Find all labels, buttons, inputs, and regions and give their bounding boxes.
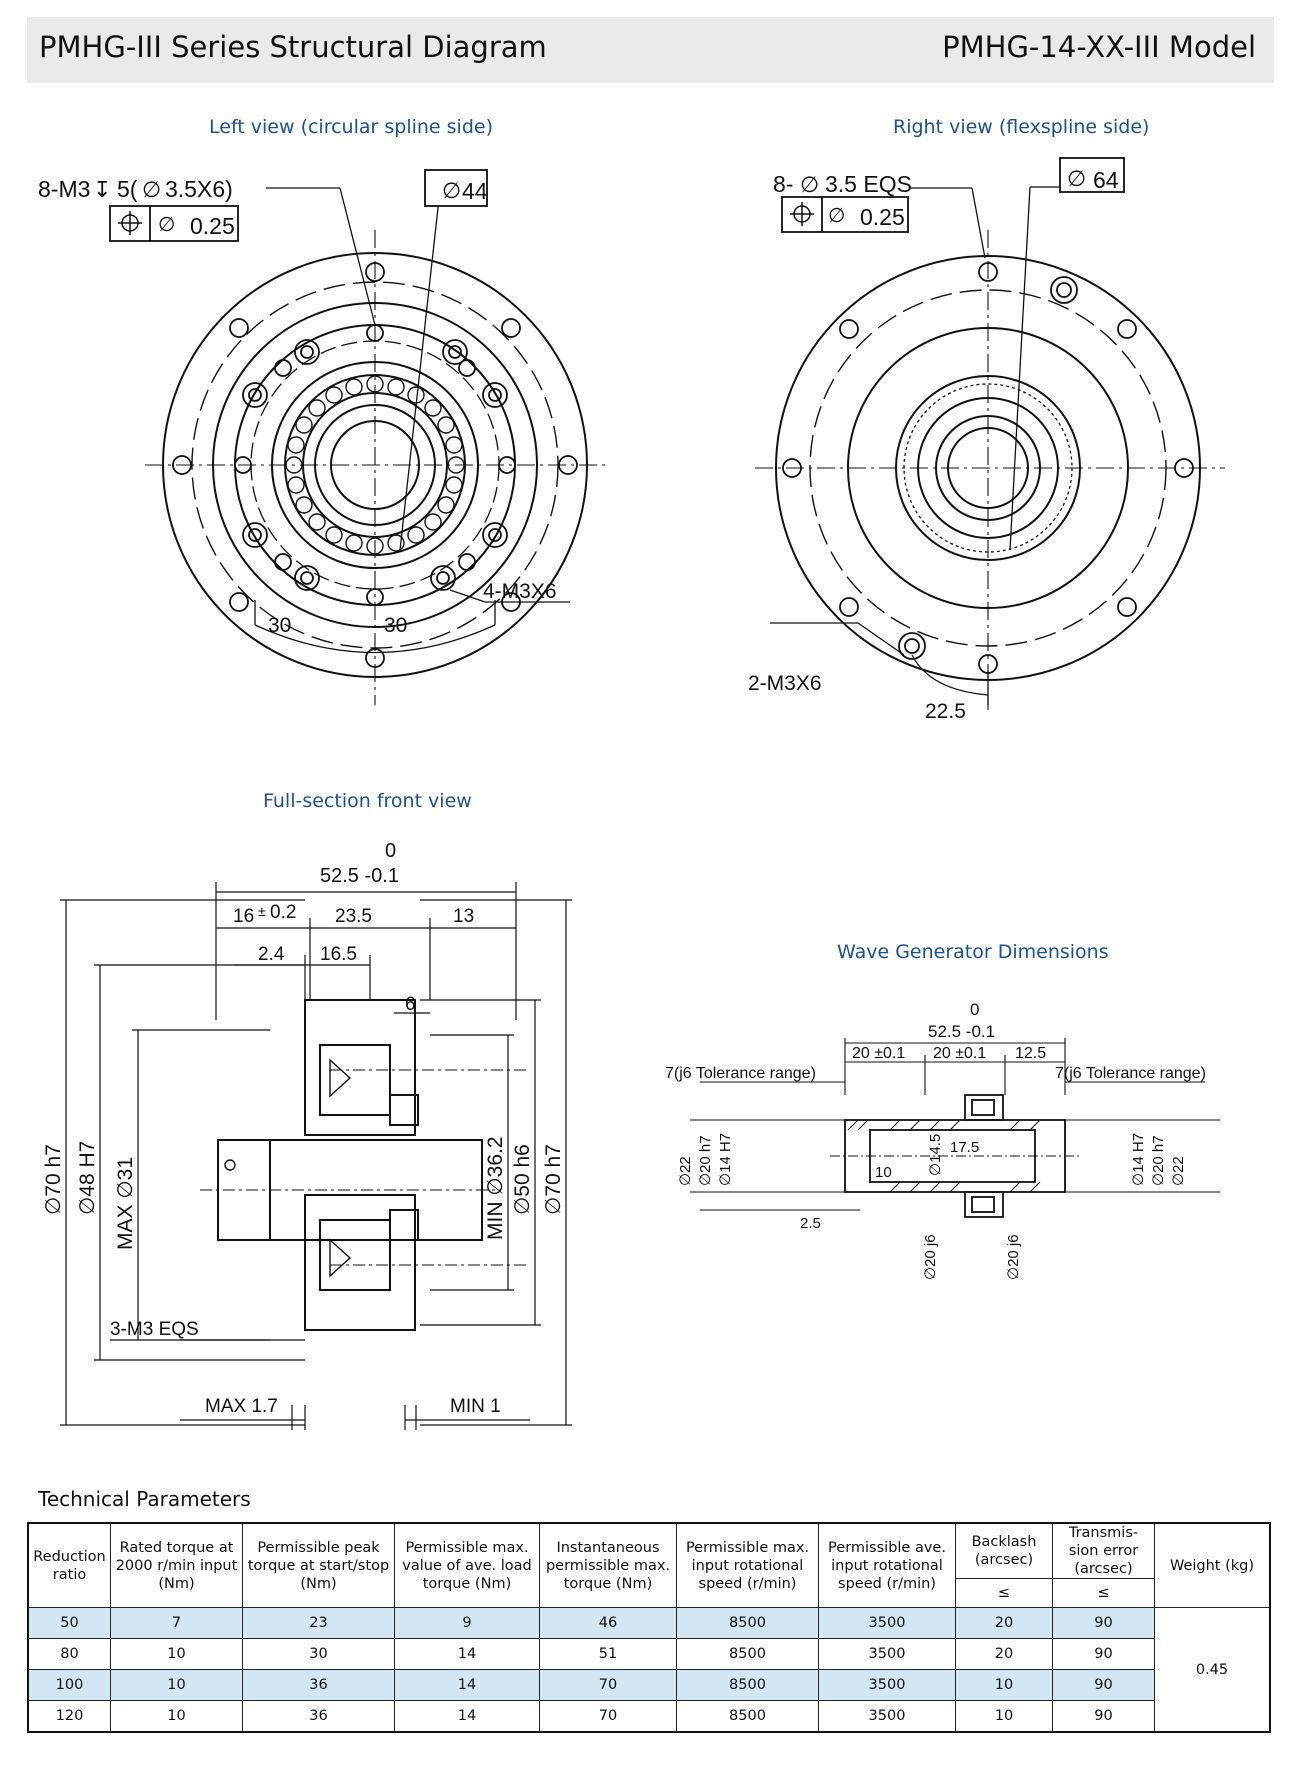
right-view-hole-spec-a: 8- [773, 171, 793, 197]
svg-text:∅: ∅ [442, 178, 461, 203]
svg-text:±: ± [258, 903, 266, 919]
left-view-threads: 4-M3X6 [483, 580, 557, 603]
svg-text:6: 6 [405, 994, 416, 1015]
svg-text:MIN 1: MIN 1 [450, 1396, 501, 1417]
caption-left-view: Left view (circular spline side) [209, 116, 493, 138]
svg-text:12.5: 12.5 [1015, 1045, 1046, 1062]
svg-text:23.5: 23.5 [335, 906, 372, 927]
page-title: PMHG-III Series Structural Diagram [39, 30, 547, 64]
thread-holes [242, 339, 508, 591]
svg-text:3.5 EQS: 3.5 EQS [825, 171, 912, 197]
svg-text:17.5: 17.5 [950, 1139, 979, 1156]
right-view-threads: 2-M3X6 [748, 672, 822, 695]
right-outer-holes [782, 262, 1194, 674]
right-view-diameter: 64 [1093, 167, 1119, 193]
left-view-angle-left: 30 [268, 614, 291, 637]
svg-text:∅14 H7: ∅14 H7 [1130, 1133, 1147, 1186]
svg-text:20 ±0.1: 20 ±0.1 [933, 1045, 986, 1062]
svg-text:7(j6 Tolerance range): 7(j6 Tolerance range) [665, 1065, 816, 1082]
svg-text:∅70 h7: ∅70 h7 [542, 1144, 565, 1215]
svg-text:MAX ∅31: MAX ∅31 [114, 1157, 137, 1250]
left-view-angle-right: 30 [384, 614, 407, 637]
svg-text:MAX 1.7: MAX 1.7 [205, 1396, 278, 1417]
svg-text:16: 16 [233, 906, 254, 927]
svg-text:∅70 h7: ∅70 h7 [42, 1144, 65, 1215]
svg-text:7(j6 Tolerance range): 7(j6 Tolerance range) [1055, 1065, 1206, 1082]
right-view-tolerance: 0.25 [860, 204, 905, 230]
left-view-drawing: ∅ 44 8-M3 ↧ 5( ∅ 3.5X6) ∅ 0.25 4-M3X6 30… [38, 169, 605, 705]
svg-text:20 ±0.1: 20 ±0.1 [852, 1045, 905, 1062]
wave-generator-drawing: 0 52.5 -0.1 20 ±0.1 20 ±0.1 12.5 7(j6 To… [665, 1000, 1220, 1280]
caption-wave-generator: Wave Generator Dimensions [837, 941, 1109, 963]
svg-text:10: 10 [875, 1164, 892, 1181]
svg-text:0: 0 [970, 1000, 979, 1019]
left-view-tolerance: 0.25 [190, 213, 235, 239]
tech-params-table: Reduction ratio Rated torque at 2000 r/m… [27, 1522, 1271, 1734]
svg-text:16.5: 16.5 [320, 944, 357, 965]
svg-text:∅20 j6: ∅20 j6 [1005, 1234, 1022, 1280]
left-view-diameter: 44 [462, 178, 488, 204]
svg-text:∅20 h7: ∅20 h7 [697, 1135, 714, 1186]
right-view-angle: 22.5 [925, 700, 966, 723]
svg-text:3-M3 EQS: 3-M3 EQS [110, 1319, 199, 1340]
svg-text:0.2: 0.2 [270, 902, 296, 923]
svg-text:∅: ∅ [142, 177, 161, 202]
caption-right-view: Right view (flexspline side) [893, 116, 1150, 138]
left-view-hole-spec-a: 8-M3 [38, 176, 90, 202]
header-bar: PMHG-III Series Structural Diagram PMHG-… [27, 17, 1274, 83]
section-view-drawing: 0 52.5 -0.1 16 ± 0.2 23.5 13 2.4 16.5 6 [42, 840, 572, 1430]
svg-text:∅22: ∅22 [677, 1156, 694, 1186]
svg-text:2.4: 2.4 [258, 944, 285, 965]
svg-text:∅: ∅ [828, 205, 845, 227]
svg-text:∅14 H7: ∅14 H7 [717, 1133, 734, 1186]
tech-params-title: Technical Parameters [38, 1487, 251, 1511]
svg-text:52.5 -0.1: 52.5 -0.1 [320, 865, 399, 887]
svg-text:∅48 H7: ∅48 H7 [76, 1141, 99, 1215]
svg-text:3.5X6): 3.5X6) [165, 176, 233, 202]
svg-text:∅: ∅ [1067, 166, 1086, 191]
svg-text:↧: ↧ [93, 177, 111, 202]
model-name: PMHG-14-XX-III Model [942, 30, 1256, 64]
svg-text:0: 0 [385, 840, 396, 862]
svg-text:13: 13 [453, 906, 474, 927]
svg-text:∅14.5: ∅14.5 [927, 1134, 944, 1176]
weight-cell: 0.45 [1154, 1607, 1271, 1733]
svg-text:5(: 5( [117, 176, 138, 202]
svg-text:∅: ∅ [158, 214, 175, 236]
svg-text:∅50 h6: ∅50 h6 [511, 1144, 534, 1215]
svg-text:MIN ∅36.2: MIN ∅36.2 [484, 1136, 507, 1240]
svg-text:∅20 j6: ∅20 j6 [922, 1234, 939, 1280]
svg-text:∅20 h7: ∅20 h7 [1150, 1135, 1167, 1186]
col-ratio: Reduction ratio [27, 1522, 111, 1609]
svg-text:∅: ∅ [800, 172, 819, 197]
svg-text:∅22: ∅22 [1170, 1156, 1187, 1186]
caption-section-view: Full-section front view [263, 790, 472, 812]
svg-text:2.5: 2.5 [800, 1215, 821, 1232]
svg-text:52.5 -0.1: 52.5 -0.1 [928, 1022, 995, 1041]
hatching [847, 1119, 1041, 1193]
right-view-drawing: ∅ 64 8- ∅ 3.5 EQS ∅ 0.25 2-M3X6 22.5 [748, 157, 1225, 723]
